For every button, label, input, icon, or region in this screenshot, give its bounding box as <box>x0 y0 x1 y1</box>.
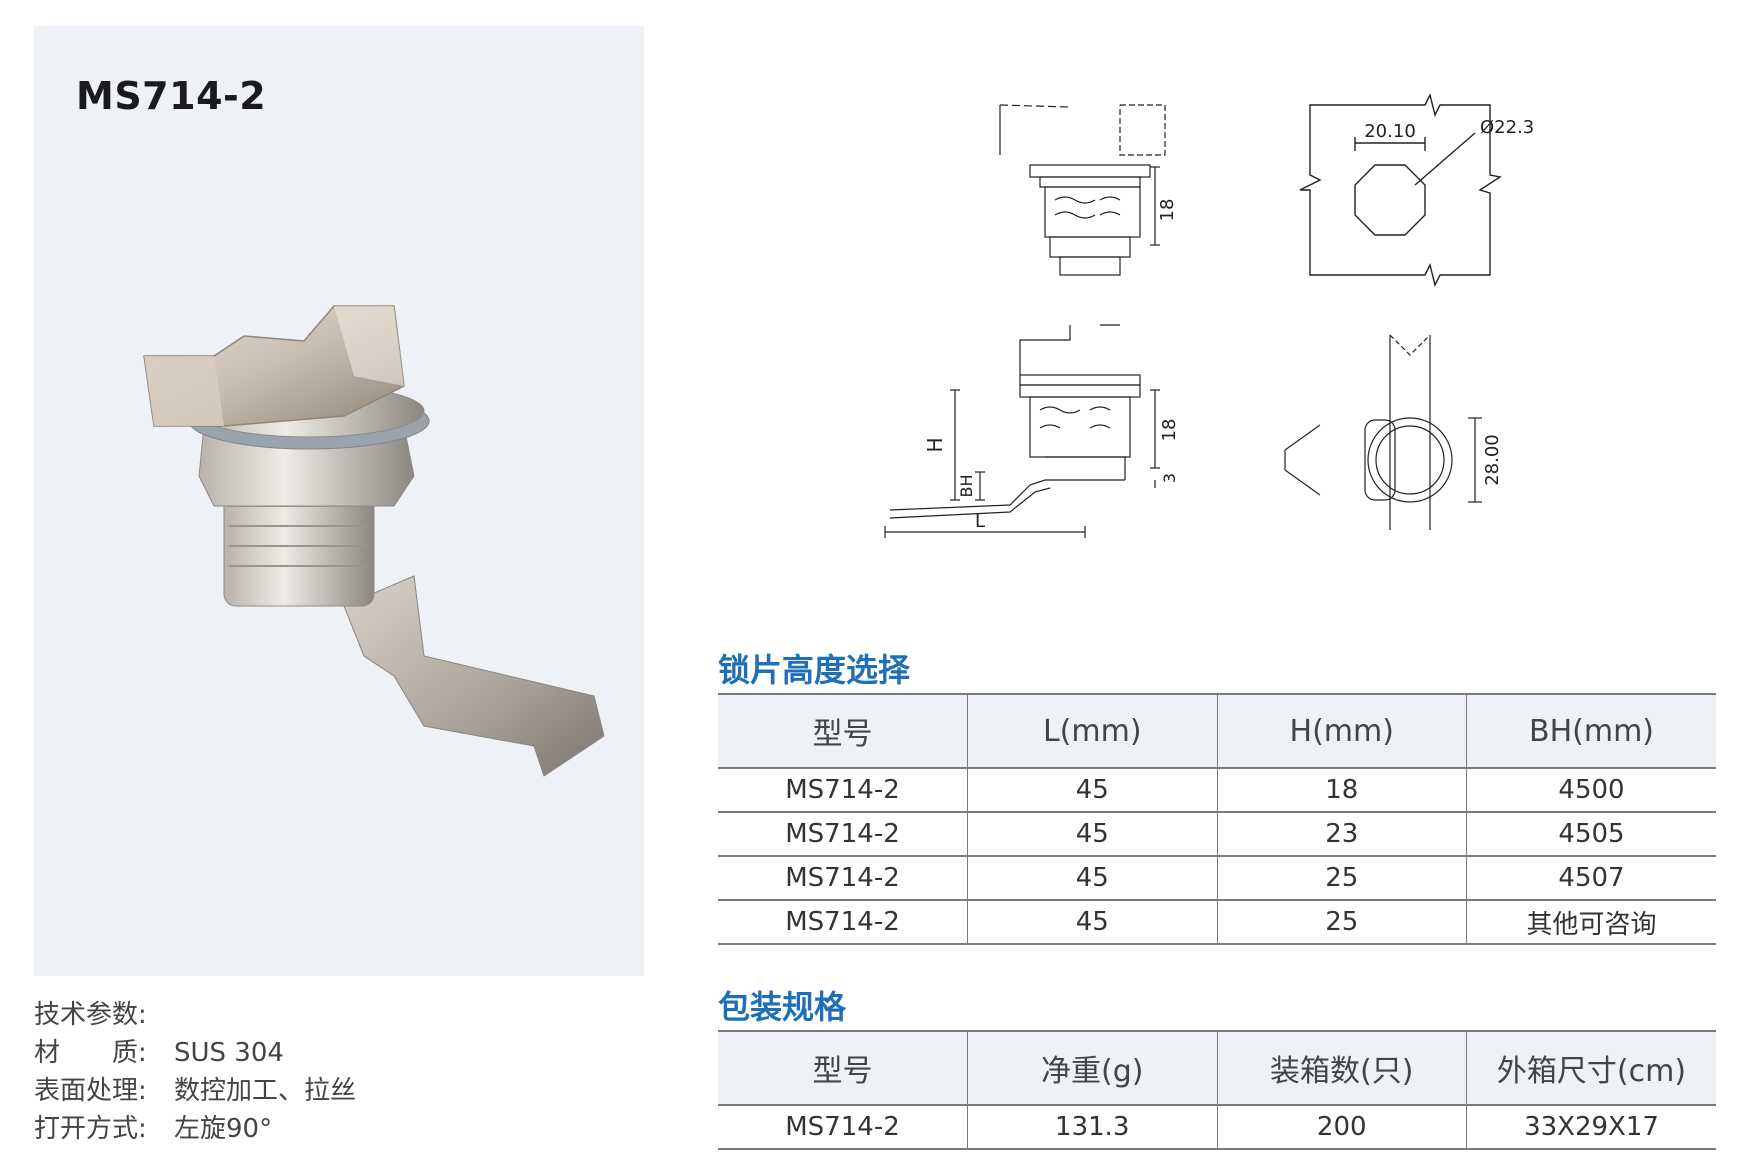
drawing-top-view: 28.00 <box>1284 334 1503 530</box>
spec-material: 材 质: SUS 304 <box>34 1034 356 1072</box>
table-cell: 131.3 <box>967 1105 1217 1150</box>
table-cell: MS714-2 <box>718 900 968 945</box>
dim-width-label: 20.10 <box>1364 121 1416 142</box>
spec-open-method: 打开方式: 左旋90° <box>34 1110 356 1148</box>
table-cell: 18 <box>1216 768 1467 813</box>
table-cell: 45 <box>967 856 1217 901</box>
dim-h-label: H <box>923 437 947 452</box>
column-header: 型号 <box>718 693 968 769</box>
spec-value: SUS 304 <box>174 1038 284 1068</box>
product-photo <box>143 305 605 777</box>
table-cell: 4500 <box>1466 768 1716 813</box>
dim-height-label: 18 <box>1157 199 1178 222</box>
dim-bh-label: BH <box>957 474 976 497</box>
table-cell: 45 <box>967 900 1217 945</box>
spec-label: 表面处理: <box>34 1076 147 1106</box>
drawing-dimension-view: H BH L 18 3 <box>884 324 1180 538</box>
table-cell: MS714-2 <box>718 856 968 901</box>
table-cell: 33X29X17 <box>1466 1105 1716 1150</box>
specs-heading: 技术参数: <box>34 1000 147 1030</box>
table-cell: 45 <box>967 812 1217 857</box>
table-cell: 25 <box>1216 900 1467 945</box>
spec-label: 材 质: <box>34 1038 147 1068</box>
table-cell: MS714-2 <box>718 768 968 813</box>
table-row: MS714-2 45 25 其他可咨询 <box>718 900 1716 945</box>
table-cell: 23 <box>1216 812 1467 857</box>
table-cell: MS714-2 <box>718 812 968 857</box>
table-cell: 25 <box>1216 856 1467 901</box>
table-row: MS714-2 45 23 4505 <box>718 812 1716 857</box>
cam-table-title: 锁片高度选择 <box>718 651 911 689</box>
table-row: MS714-2 131.3 200 33X29X17 <box>718 1105 1716 1150</box>
table-cell: 200 <box>1216 1105 1467 1150</box>
product-panel: MS714-2 <box>34 26 644 976</box>
dim-18-label: 18 <box>1159 419 1180 442</box>
table-cell: 其他可咨询 <box>1466 900 1716 945</box>
drawing-panel-cutout: 20.10 Ø22.3 <box>1299 92 1534 288</box>
spec-value: 左旋90° <box>174 1114 273 1144</box>
table-header-row: 型号 净重(g) 装箱数(只) 外箱尺寸(cm) <box>718 1030 1716 1106</box>
column-header: L(mm) <box>967 693 1217 769</box>
table-row: MS714-2 45 18 4500 <box>718 768 1716 813</box>
table-cell: 45 <box>967 768 1217 813</box>
dim-height-label: 28.00 <box>1482 434 1503 486</box>
table-cell: 4507 <box>1466 856 1716 901</box>
table-header-row: 型号 L(mm) H(mm) BH(mm) <box>718 693 1716 769</box>
packaging-table: 型号 净重(g) 装箱数(只) 外箱尺寸(cm) MS714-2 131.3 2… <box>718 1030 1716 1150</box>
product-model-title: MS714-2 <box>76 74 267 118</box>
column-header: 外箱尺寸(cm) <box>1466 1030 1716 1106</box>
column-header: 装箱数(只) <box>1216 1030 1467 1106</box>
drawing-side-view: 18 <box>999 104 1178 276</box>
column-header: H(mm) <box>1216 693 1467 769</box>
column-header: 型号 <box>718 1030 968 1106</box>
column-header: 净重(g) <box>967 1030 1217 1106</box>
dim-diameter-label: Ø22.3 <box>1480 117 1534 138</box>
tech-specs: 技术参数: 材 质: SUS 304 表面处理: 数控加工、拉丝 打开方式: 左… <box>34 996 356 1148</box>
spec-label: 打开方式: <box>34 1114 147 1144</box>
table-cell: 4505 <box>1466 812 1716 857</box>
pack-table-title: 包装规格 <box>718 988 847 1026</box>
cam-height-table: 型号 L(mm) H(mm) BH(mm) MS714-2 45 18 4500… <box>718 693 1716 945</box>
table-cell: MS714-2 <box>718 1105 968 1150</box>
spec-value: 数控加工、拉丝 <box>174 1076 357 1106</box>
column-header: BH(mm) <box>1466 693 1716 769</box>
table-row: MS714-2 45 25 4507 <box>718 856 1716 901</box>
spec-surface: 表面处理: 数控加工、拉丝 <box>34 1072 356 1110</box>
dim-3-label: 3 <box>1160 473 1179 483</box>
dim-l-label: L <box>975 511 985 532</box>
